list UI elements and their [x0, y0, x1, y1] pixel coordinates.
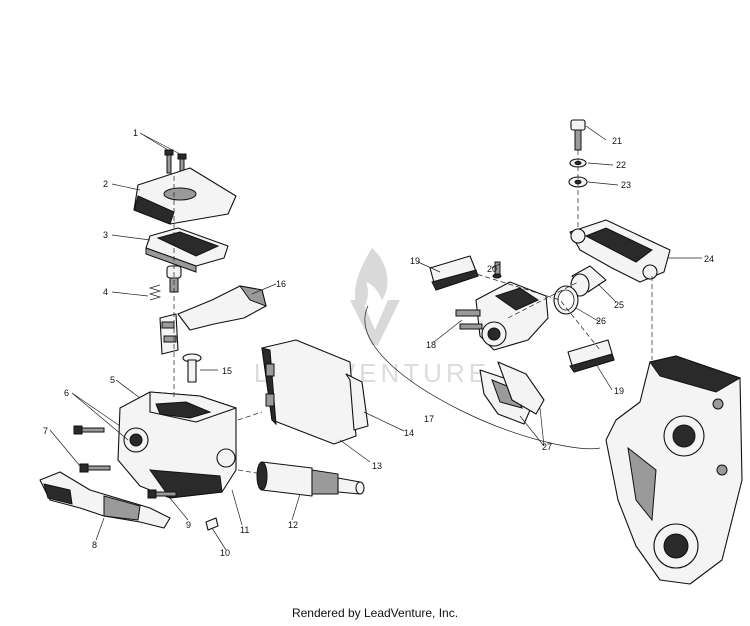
callout-7: 7 [43, 426, 48, 436]
render-credit: Rendered by LeadVenture, Inc. [291, 606, 459, 620]
callout-14: 14 [404, 428, 414, 438]
bushing-25 [570, 265, 607, 297]
callout-10: 10 [220, 548, 230, 558]
throttle-lever-16 [159, 285, 267, 355]
callout-24: 24 [704, 254, 714, 264]
screw-7 [79, 463, 111, 473]
gasket-3 [145, 227, 229, 273]
gasket-14 [345, 373, 369, 431]
cover-13 [261, 339, 357, 445]
throttle-shaft-12 [256, 461, 365, 497]
callout-27: 27 [542, 442, 552, 452]
assembly-line-pads [469, 271, 601, 351]
leader-lines [49, 125, 702, 551]
brake-lever-8 [39, 471, 171, 529]
assembly-line-shaft [237, 469, 263, 475]
assembly-line-cover [237, 411, 263, 421]
callout-17: 17 [424, 414, 434, 424]
callout-19b: 19 [614, 386, 624, 396]
callout-21: 21 [612, 136, 622, 146]
callout-16: 16 [276, 279, 286, 289]
screw-6 [73, 425, 105, 435]
callout-20: 20 [487, 264, 497, 274]
callout-11: 11 [240, 525, 249, 535]
pin-15 [182, 353, 202, 383]
callout-12: 12 [288, 520, 298, 530]
screw-9 [147, 489, 177, 499]
callout-3: 3 [103, 230, 108, 240]
callout-26: 26 [596, 316, 606, 326]
bracket-17-brace [364, 305, 601, 450]
callout-25: 25 [614, 300, 624, 310]
callout-1: 1 [133, 128, 138, 138]
callout-22: 22 [616, 160, 626, 170]
ring-26 [553, 285, 579, 315]
assembly-line-caliper [507, 281, 579, 319]
clip-10 [205, 517, 219, 531]
bolt-21 [570, 119, 586, 151]
spring-4 [148, 284, 162, 301]
housing-cover-2 [133, 167, 237, 225]
brake-pad-19-lower [567, 339, 615, 373]
callout-4: 4 [103, 287, 108, 297]
brake-pad-19-upper [429, 255, 479, 291]
callout-2: 2 [103, 179, 108, 189]
housing-5 [117, 391, 237, 499]
bracket-24 [569, 219, 671, 283]
callout-5: 5 [110, 375, 115, 385]
brake-shoe-27 [479, 361, 545, 425]
callout-9: 9 [186, 520, 191, 530]
gear-case [605, 355, 743, 585]
callout-19a: 19 [410, 256, 420, 266]
callout-8: 8 [92, 540, 97, 550]
callout-18: 18 [426, 340, 436, 350]
callout-13: 13 [372, 461, 382, 471]
callout-6: 6 [64, 388, 69, 398]
callout-23: 23 [621, 180, 631, 190]
callout-15: 15 [222, 366, 232, 376]
bleeder-20 [492, 261, 502, 279]
